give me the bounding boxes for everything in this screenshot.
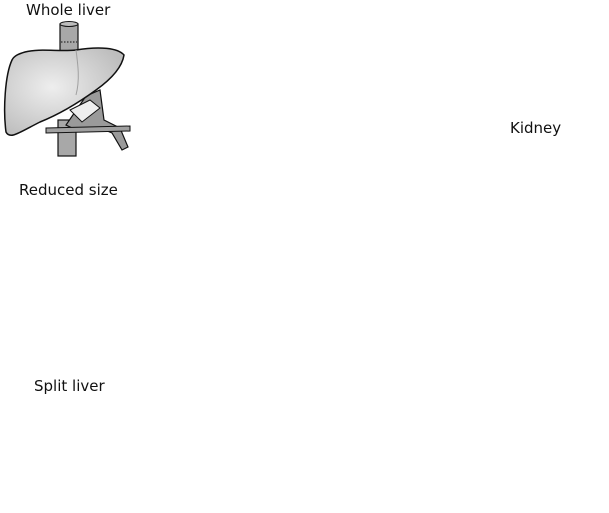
label-kidney: Kidney	[510, 119, 562, 137]
label-reduced-size: Reduced size	[19, 181, 118, 199]
whole-liver-illustration	[3, 21, 131, 157]
label-whole-liver: Whole liver	[26, 1, 111, 19]
label-split-liver: Split liver	[34, 377, 105, 395]
